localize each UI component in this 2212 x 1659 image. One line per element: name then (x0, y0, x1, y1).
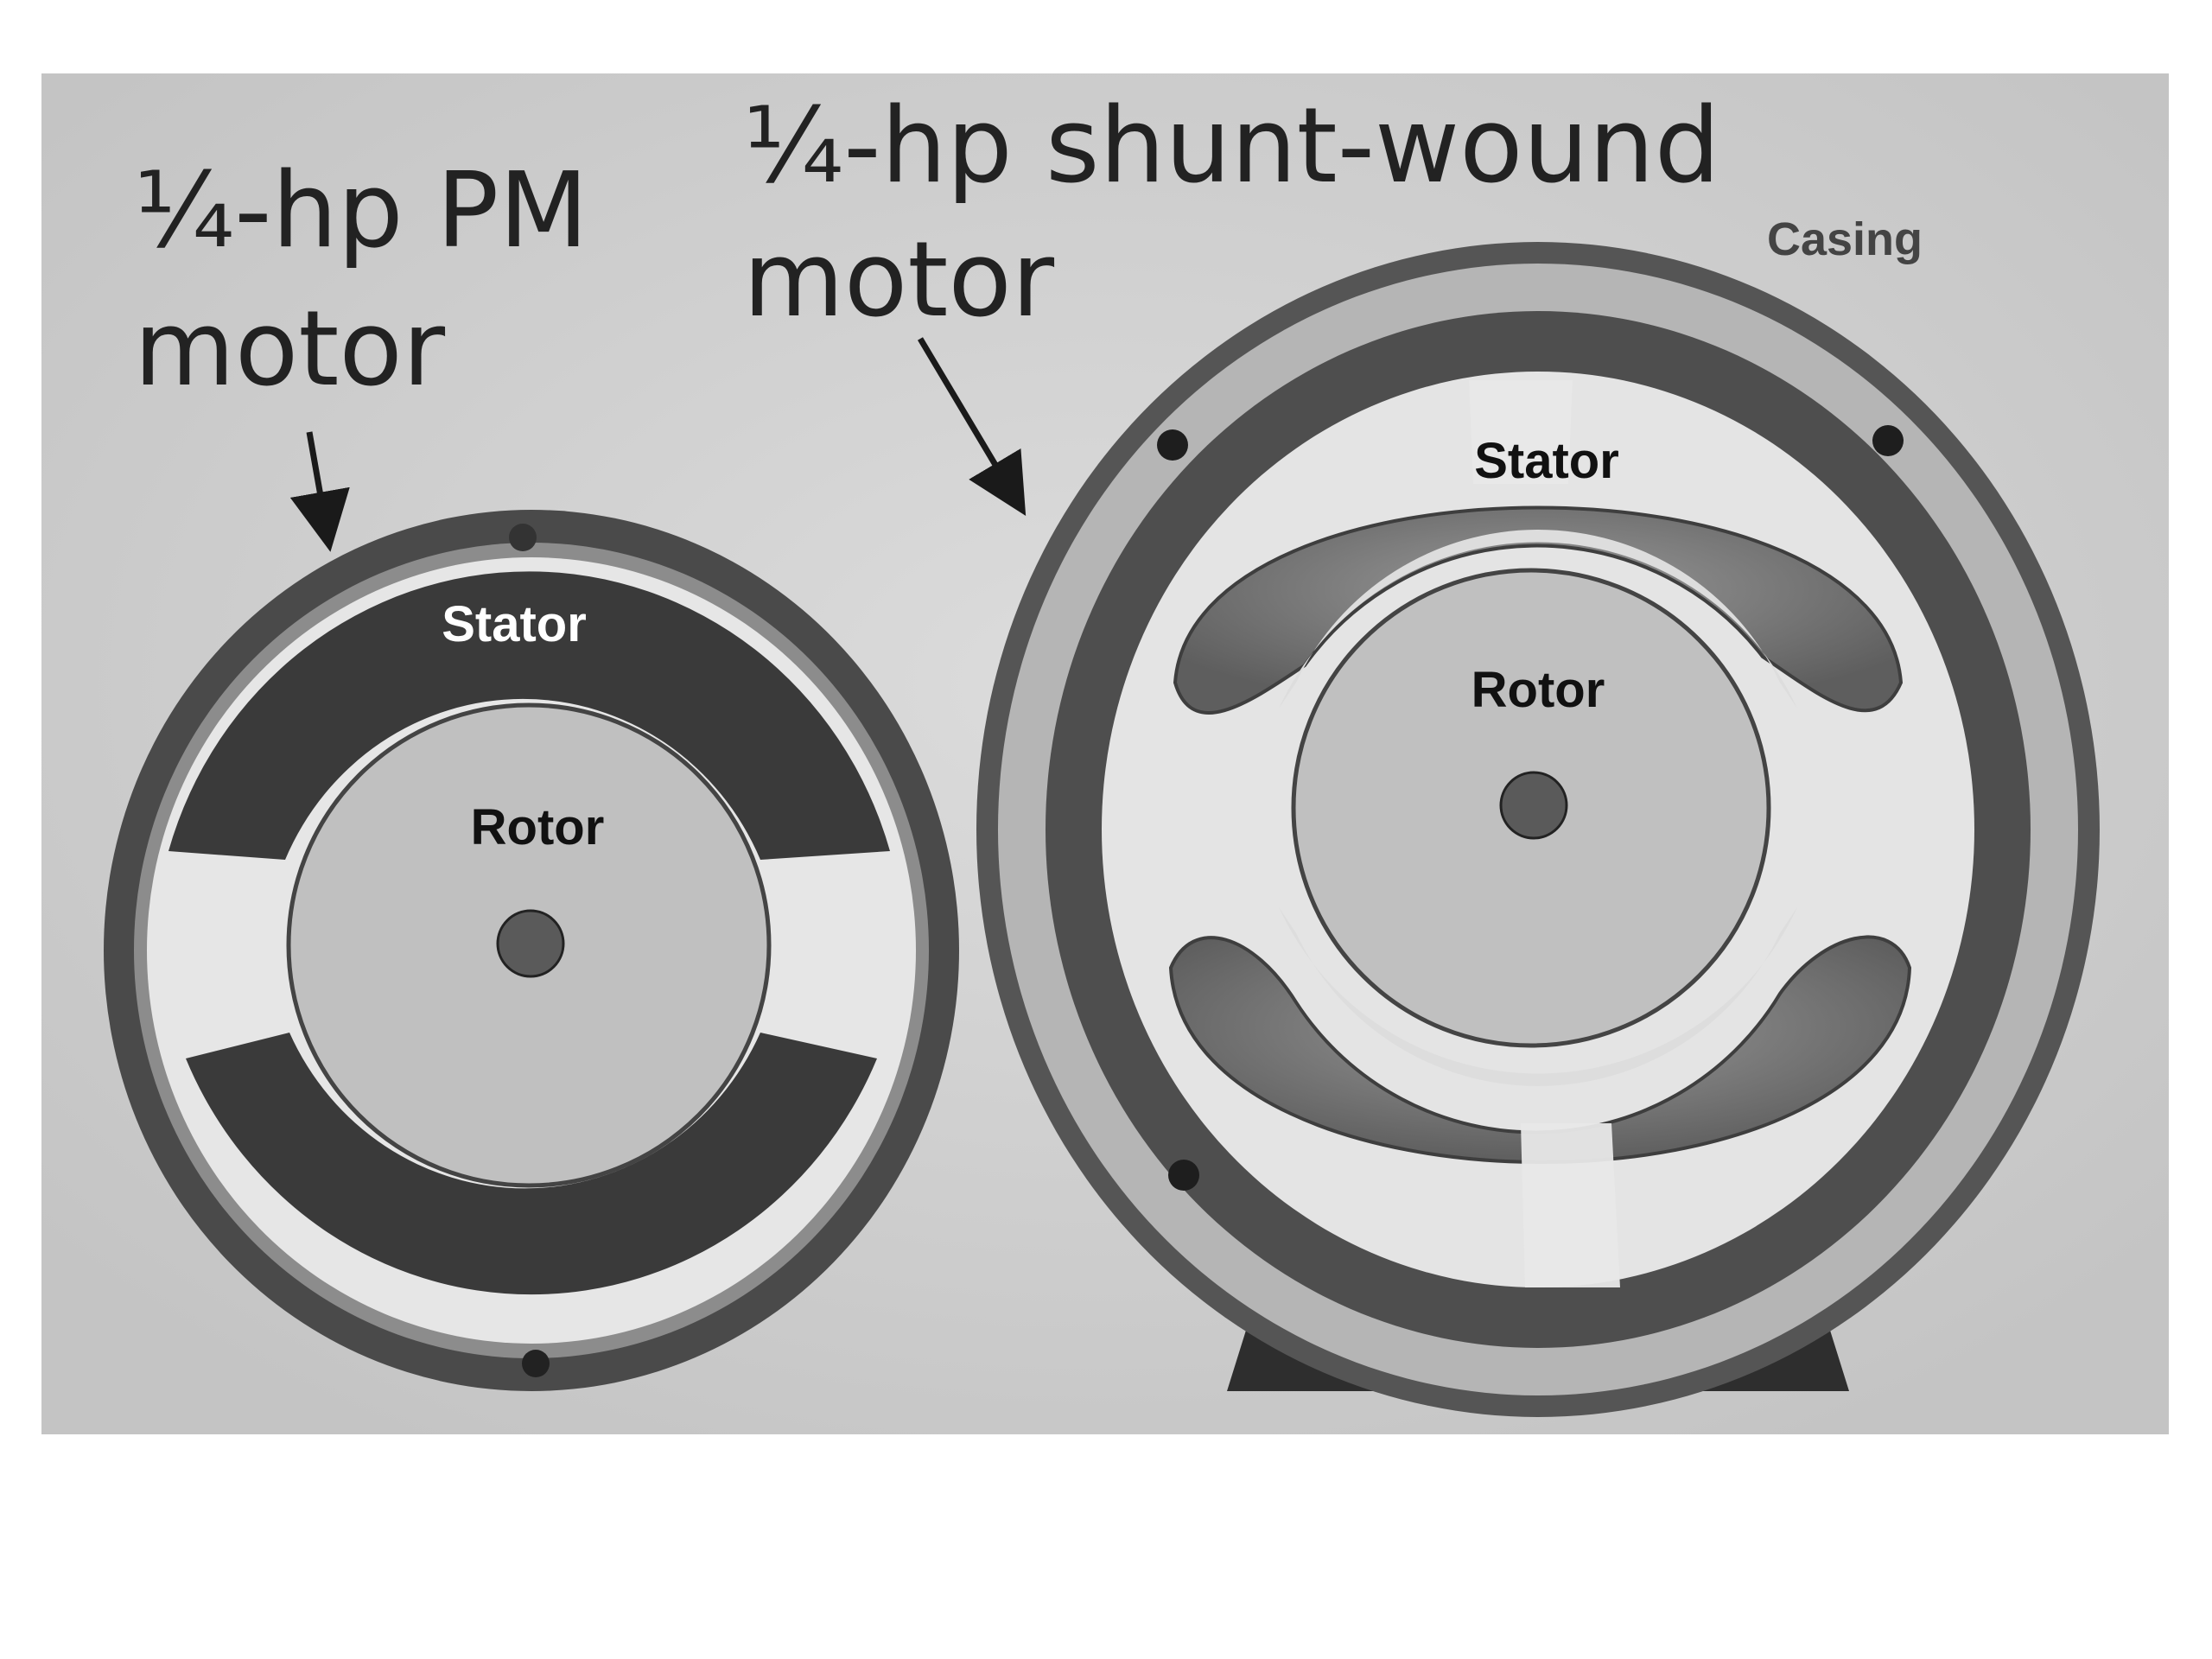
pm-rotor-label: Rotor (471, 799, 605, 855)
shunt-field-winding-top (1173, 505, 1904, 715)
pm-motor: Stator Rotor (104, 510, 959, 1391)
shunt-motor-arrow (917, 337, 1027, 517)
shunt-rotor-shaft (1499, 771, 1568, 840)
pm-bolt-hole-bottom (522, 1350, 550, 1377)
pm-stator-label: Stator (442, 596, 587, 652)
pm-stator-bottom-magnet (186, 1033, 877, 1295)
shunt-winding-tape-bottom (1521, 1123, 1620, 1287)
pm-bolt-hole-top (509, 524, 537, 551)
shunt-motor-title-line2: motor (743, 220, 1055, 340)
shunt-stator-label: Stator (1474, 433, 1619, 489)
shunt-bolt-hole-3 (1168, 1160, 1199, 1191)
shunt-casing-label: Casing (1767, 213, 1923, 265)
pm-motor-title-line1: ¼-hp PM (134, 151, 588, 271)
pm-rotor-shaft (496, 909, 565, 978)
shunt-motor: Casing Stator Rotor (976, 213, 2100, 1417)
shunt-rotor-label: Rotor (1471, 662, 1605, 718)
pm-stator-top-magnet (168, 571, 890, 860)
shunt-bolt-hole-1 (1157, 429, 1188, 461)
shunt-bolt-hole-2 (1872, 425, 1904, 456)
pm-motor-title-line2: motor (134, 289, 446, 410)
shunt-motor-title-line1: ¼-hp shunt-wound (743, 86, 1720, 207)
shunt-winding-tape-top (1469, 380, 1573, 484)
pm-motor-arrow (289, 431, 350, 552)
